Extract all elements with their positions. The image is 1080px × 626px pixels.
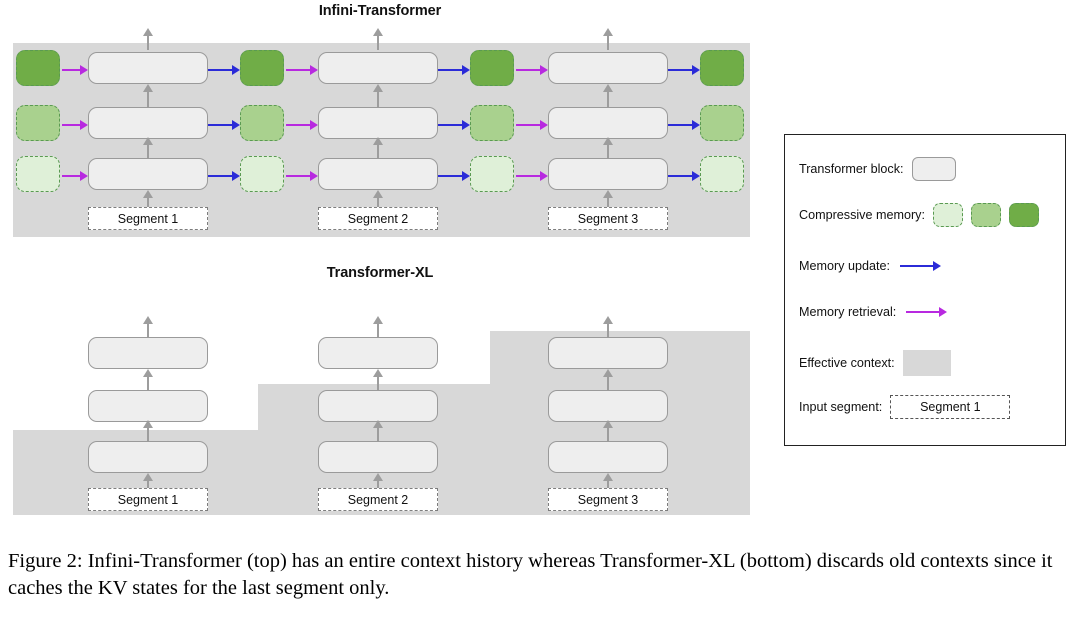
infini-block-c2-l2 <box>318 107 438 139</box>
legend-swatch-effective-context <box>902 350 951 376</box>
transformer-xl-title: Transformer-XL <box>326 265 434 281</box>
infini-block-c1-l1 <box>88 158 208 190</box>
flow-arrow-up-c3-in <box>603 190 613 212</box>
memory-c3-l1 <box>700 156 744 192</box>
flow-arrow-up-c1-in <box>143 190 153 212</box>
flow-arrow-up-out-2 <box>373 28 383 50</box>
xl-block-c3-l2 <box>548 390 668 422</box>
legend-arrow-memory-retrieval-icon <box>906 307 952 318</box>
flow-arrow-up-c2-in <box>373 190 383 212</box>
flow-arrow-up-c1-l1 <box>143 137 153 158</box>
xl-input-segment-3: Segment 3 <box>548 488 668 511</box>
legend-swatch-memory-light <box>932 203 963 227</box>
xl-flow-arrow-up-c3-in <box>603 473 613 495</box>
xl-flow-arrow-up-c3-l1 <box>603 420 613 441</box>
legend-swatch-memory-dark <box>1008 203 1039 227</box>
memory-c1-l1 <box>240 156 284 192</box>
xl-flow-arrow-up-out-1 <box>143 316 153 338</box>
legend-swatch-input-segment: Segment 1 <box>890 395 1011 419</box>
xl-flow-arrow-up-c1-l1 <box>143 420 153 441</box>
infini-block-c1-l3 <box>88 52 208 84</box>
figure-caption: Figure 2: Infini-Transformer (top) has a… <box>8 550 1053 599</box>
flow-arrow-up-c3-l2 <box>603 84 613 107</box>
memory-c0-l1 <box>16 156 60 192</box>
legend-row-effective-context: Effective context: <box>799 350 951 376</box>
xl-flow-arrow-up-c2-l2 <box>373 369 383 390</box>
legend-label-compressive-memory: Compressive memory: <box>799 208 925 222</box>
infini-input-segment-3: Segment 3 <box>548 207 668 230</box>
xl-flow-arrow-up-out-3 <box>603 316 613 338</box>
flow-arrow-up-out-1 <box>143 28 153 50</box>
xl-input-segment-1: Segment 1 <box>88 488 208 511</box>
xl-input-segment-2: Segment 2 <box>318 488 438 511</box>
infini-block-c3-l3 <box>548 52 668 84</box>
legend-swatch-memory-medium <box>970 203 1001 227</box>
memory-c2-l3 <box>470 50 514 86</box>
xl-block-c3-l1 <box>548 441 668 473</box>
legend-row-compressive-memory: Compressive memory: <box>799 203 1039 227</box>
legend-label-effective-context: Effective context: <box>799 356 895 370</box>
flow-arrow-up-c2-l1 <box>373 137 383 158</box>
xl-block-c2-l3 <box>318 337 438 369</box>
xl-flow-arrow-up-c1-in <box>143 473 153 495</box>
xl-block-c1-l3 <box>88 337 208 369</box>
infini-input-segment-2: Segment 2 <box>318 207 438 230</box>
memory-c3-l3 <box>700 50 744 86</box>
memory-c1-l2 <box>240 105 284 141</box>
memory-c0-l3 <box>16 50 60 86</box>
xl-flow-arrow-up-out-2 <box>373 316 383 338</box>
xl-block-c1-l1 <box>88 441 208 473</box>
legend-label-memory-update: Memory update: <box>799 259 890 273</box>
legend-row-input-segment: Input segment: Segment 1 <box>799 395 1011 419</box>
legend-panel: Transformer block: Compressive memory: M… <box>784 134 1066 446</box>
legend-label-memory-retrieval: Memory retrieval: <box>799 305 897 319</box>
flow-arrow-up-c2-l2 <box>373 84 383 107</box>
legend-label-transformer-block: Transformer block: <box>799 162 904 176</box>
flow-arrow-up-c1-l2 <box>143 84 153 107</box>
legend-row-memory-retrieval: Memory retrieval: <box>799 305 952 319</box>
infini-block-c2-l1 <box>318 158 438 190</box>
legend-arrow-memory-update-icon <box>900 261 946 272</box>
infini-transformer-title: Infini-Transformer <box>318 3 442 19</box>
flow-arrow-up-c3-l1 <box>603 137 613 158</box>
flow-arrow-up-out-3 <box>603 28 613 50</box>
infini-input-segment-1: Segment 1 <box>88 207 208 230</box>
infini-block-c2-l3 <box>318 52 438 84</box>
xl-flow-arrow-up-c3-l2 <box>603 369 613 390</box>
memory-c1-l3 <box>240 50 284 86</box>
xl-flow-arrow-up-c1-l2 <box>143 369 153 390</box>
xl-block-c2-l2 <box>318 390 438 422</box>
xl-flow-arrow-up-c2-in <box>373 473 383 495</box>
memory-c2-l2 <box>470 105 514 141</box>
memory-c3-l2 <box>700 105 744 141</box>
legend-row-transformer-block: Transformer block: <box>799 157 956 181</box>
memory-c2-l1 <box>470 156 514 192</box>
infini-block-c3-l2 <box>548 107 668 139</box>
memory-c0-l2 <box>16 105 60 141</box>
infini-block-c3-l1 <box>548 158 668 190</box>
legend-row-memory-update: Memory update: <box>799 259 946 273</box>
legend-swatch-transformer-block <box>911 157 956 181</box>
xl-flow-arrow-up-c2-l1 <box>373 420 383 441</box>
xl-block-c1-l2 <box>88 390 208 422</box>
xl-block-c2-l1 <box>318 441 438 473</box>
legend-label-input-segment: Input segment: <box>799 400 883 414</box>
infini-block-c1-l2 <box>88 107 208 139</box>
xl-block-c3-l3 <box>548 337 668 369</box>
